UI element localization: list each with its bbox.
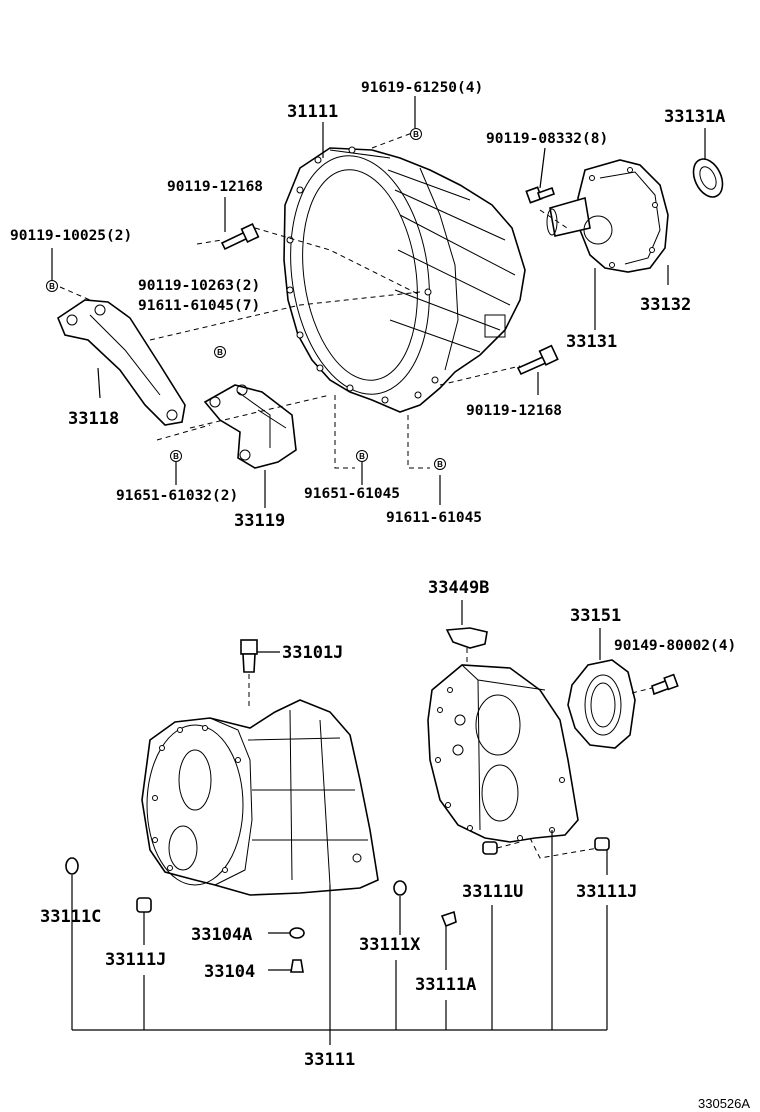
- callout-33111U: 33111U: [462, 882, 523, 902]
- callout-33449B: 33449B: [428, 578, 489, 598]
- callout-91651-61045: 91651-61045: [304, 486, 400, 502]
- callout-90119-12168-b: 90119-12168: [466, 403, 562, 419]
- bolt-90119-12168-right-drawing: [516, 344, 559, 376]
- callout-31111-top: 31111: [287, 102, 338, 122]
- bolt-marker-91651-61045: B: [356, 450, 368, 462]
- bolt-marker-91651-61032: B: [170, 450, 182, 462]
- callout-33111A: 33111A: [415, 975, 476, 995]
- svg-text:B: B: [413, 130, 419, 139]
- transmission-case-drawing: [141, 699, 379, 896]
- bottom-leader-lines: [71, 600, 608, 1045]
- bolt-90119-08332-drawing: [525, 186, 556, 204]
- clutch-housing-drawing: [283, 146, 526, 413]
- bolt-marker-91619-61250: B: [410, 128, 422, 140]
- callout-33101J: 33101J: [282, 643, 343, 663]
- part-33111C-drawing: [65, 857, 79, 875]
- oil-seal-drawing: [692, 158, 724, 198]
- svg-text:B: B: [437, 460, 443, 469]
- callout-91611-61045-7: 91611-61045(7): [138, 298, 260, 314]
- part-33104-drawing: [290, 959, 304, 973]
- part-33104A-drawing: [289, 927, 305, 939]
- callout-33119: 33119: [234, 511, 285, 531]
- bolt-90119-12168-top-drawing: [220, 223, 260, 251]
- part-33111U-drawing: [482, 841, 498, 855]
- callout-90119-12168-a: 90119-12168: [167, 179, 263, 195]
- bracket-33119-drawing: [203, 384, 297, 469]
- bolt-marker-90119-10025: B: [46, 280, 58, 292]
- callout-33104A: 33104A: [191, 925, 252, 945]
- bearing-retainer-drawing: [546, 159, 669, 273]
- callout-33118: 33118: [68, 409, 119, 429]
- adapter-plate-drawing: [427, 664, 579, 843]
- svg-text:B: B: [173, 452, 179, 461]
- callout-33111X: 33111X: [359, 935, 421, 955]
- part-33111A-drawing: [440, 910, 457, 928]
- part-33111J-right-drawing: [594, 837, 610, 851]
- bracket-33118-drawing: [57, 299, 186, 426]
- callout-90119-08332: 90119-08332(8): [486, 131, 608, 147]
- callout-33111-bottom: 33111: [304, 1050, 355, 1070]
- bottom-dashed-leaders: [248, 648, 653, 859]
- svg-text:B: B: [359, 452, 365, 461]
- top-dashed-leaders: [59, 132, 571, 469]
- callout-33111C: 33111C: [40, 907, 101, 927]
- bolt-90149-80002-drawing: [651, 673, 679, 696]
- part-33101J-drawing: [240, 639, 258, 673]
- callout-91611-61045: 91611-61045: [386, 510, 482, 526]
- part-33449B-drawing: [445, 627, 488, 649]
- retainer-33151-drawing: [567, 659, 636, 749]
- callout-90149-80002: 90149-80002(4): [614, 638, 736, 654]
- bolt-marker-91611-61045-7: B: [214, 346, 226, 358]
- callout-33132: 33132: [640, 295, 691, 315]
- callout-90119-10263: 90119-10263(2): [138, 278, 260, 294]
- bolt-marker-91611-61045: B: [434, 458, 446, 470]
- callout-33131: 33131: [566, 332, 617, 352]
- callout-91651-61032: 91651-61032(2): [116, 488, 238, 504]
- callout-33104: 33104: [204, 962, 255, 982]
- top-leader-lines: [51, 96, 706, 508]
- callout-33111J-right: 33111J: [576, 882, 637, 902]
- callout-33151: 33151: [570, 606, 621, 626]
- part-33111X-drawing: [393, 880, 407, 896]
- callout-33111J-left: 33111J: [105, 950, 166, 970]
- diagram-reference-code: 330526A: [698, 1096, 750, 1111]
- svg-text:B: B: [217, 348, 223, 357]
- callout-90119-10025: 90119-10025(2): [10, 228, 132, 244]
- callout-91619-61250: 91619-61250(4): [361, 80, 483, 96]
- svg-text:B: B: [49, 282, 55, 291]
- callout-33131A: 33131A: [664, 107, 725, 127]
- part-33111J-left-drawing: [136, 897, 152, 913]
